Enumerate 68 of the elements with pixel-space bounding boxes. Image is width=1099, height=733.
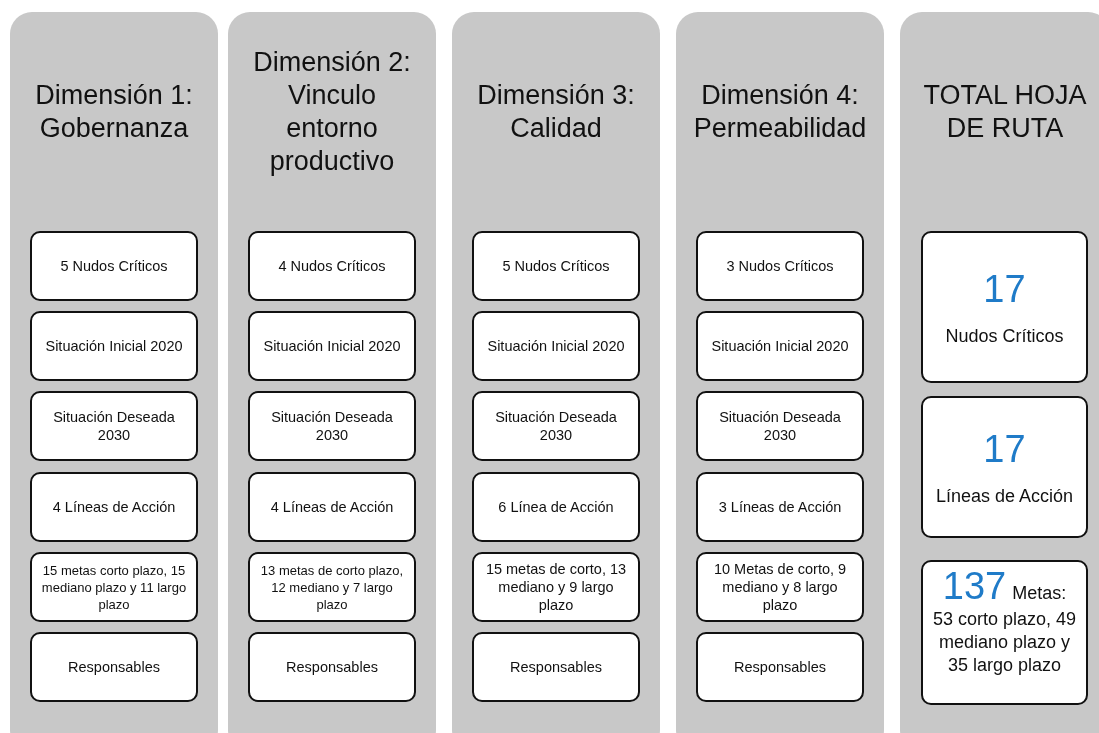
box-text: Situación Deseada 2030 [494,408,618,444]
info-box [248,231,416,301]
info-box [248,311,416,381]
box-text: Situación Deseada 2030 [718,408,842,444]
box-text: 4 Líneas de Acción [270,498,394,516]
info-box [472,231,640,301]
box-text: 15 metas de corto, 13 mediano y 9 largo plazo [484,560,628,614]
info-box [696,552,864,622]
box-text: Metas: [1012,582,1067,605]
column-panel [10,12,218,733]
info-box [696,311,864,381]
info-box [472,552,640,622]
info-box [248,552,416,622]
box-text: Nudos Críticos [945,324,1064,348]
info-box [472,472,640,542]
box-text: 3 Nudos Críticos [726,257,834,275]
box-text: 15 metas corto plazo, 15 mediano plazo y 11 largo plazo [40,561,188,613]
info-box [921,231,1088,383]
info-box [696,391,864,461]
info-box [30,472,198,542]
box-text: Responsables [510,658,602,676]
box-text: Situación Inicial 2020 [45,337,183,355]
box-text: 13 metas de corto plazo, 12 mediano y 7 largo plazo [259,561,405,613]
info-box [921,396,1088,538]
info-box [472,311,640,381]
box-text: 4 Nudos Críticos [278,257,386,275]
column-panel [676,12,884,733]
box-text: Situación Inicial 2020 [711,337,849,355]
info-box [696,632,864,702]
info-box [30,552,198,622]
box-text: 3 Líneas de Acción [718,498,842,516]
box-text: 4 Líneas de Acción [52,498,176,516]
column-panel [900,12,1099,733]
box-text: 6 Línea de Acción [498,498,614,516]
column-heading: Dimensión 3: Calidad [476,79,636,145]
info-box [248,472,416,542]
box-text: Responsables [286,658,378,676]
column-heading: Dimensión 1: Gobernanza [34,79,194,145]
total-number: 17 [983,426,1026,471]
column-panel [228,12,436,733]
column-heading: Dimensión 2: Vinculo entorno productivo [252,46,412,178]
box-text: Responsables [68,658,160,676]
box-text: Líneas de Acción [935,484,1074,508]
info-box [30,391,198,461]
info-box [30,632,198,702]
box-text: 53 corto plazo, 49 mediano plazo y 35 largo plazo [931,608,1078,677]
info-box [472,632,640,702]
info-box [696,472,864,542]
info-box [921,560,1088,705]
box-text: Situación Deseada 2030 [270,408,394,444]
info-box [248,391,416,461]
info-box [30,231,198,301]
box-text: 5 Nudos Críticos [502,257,610,275]
info-box [696,231,864,301]
column-heading: Dimensión 4: Permeabilidad [692,79,868,145]
info-box [472,391,640,461]
box-text: Responsables [734,658,826,676]
box-text: Situación Deseada 2030 [52,408,176,444]
box-text: Situación Inicial 2020 [263,337,401,355]
info-box [248,632,416,702]
box-text: Situación Inicial 2020 [487,337,625,355]
box-text: 5 Nudos Críticos [60,257,168,275]
box-text: 10 Metas de corto, 9 mediano y 8 largo plazo [712,560,848,614]
column-panel [452,12,660,733]
total-number: 17 [983,266,1026,311]
info-box [30,311,198,381]
column-heading: TOTAL HOJA DE RUTA [922,79,1088,145]
total-number: 137 [942,564,1007,608]
